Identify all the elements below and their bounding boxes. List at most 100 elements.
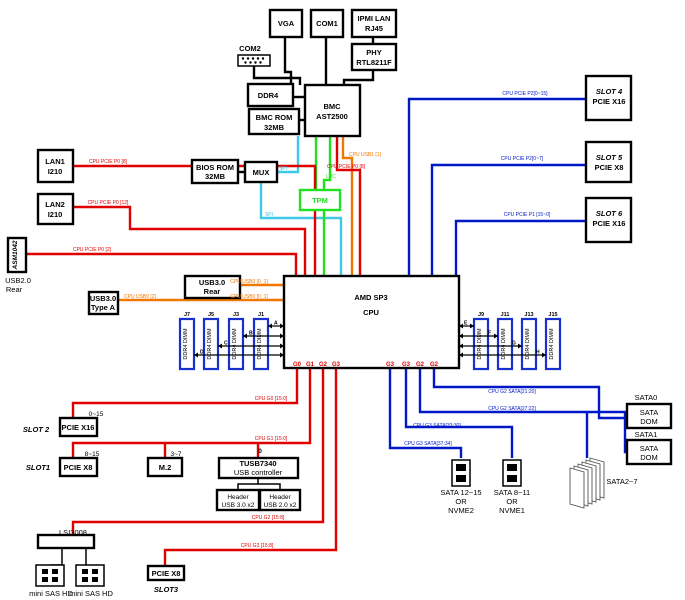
sig-sata21-20: CPU G2 SATA[21:20] [488,389,536,395]
sig-lan2: CPU PCIE P0 [12] [88,200,129,206]
asm-wire [26,252,298,276]
hdr20-sub-label: USB 2.0 x2 [264,502,297,509]
usbctrl-sub-label: USB controller [234,468,283,477]
ddr4-box [246,82,295,108]
slot4-box [584,74,633,122]
slot4-wire [407,97,586,276]
phy-label: PHY [366,48,381,57]
sig-spi-2: SPI [265,212,273,218]
sata1215-nvme-label: NVME2 [448,506,474,515]
sata1215-or-label: OR [455,497,467,506]
sata811-connector-icon [502,459,522,487]
slot4-label: SLOT 4 [596,87,623,96]
sata0-wire [432,368,627,420]
slot2-box [58,416,99,438]
bmc-box [303,83,362,138]
slot6-label: SLOT 6 [596,209,623,218]
sas1-label: mini SAS HD [29,589,73,598]
dimm-slot-label: J11 [501,312,510,318]
phy-wire [342,70,375,85]
dimm-type-label: DDR4 DIMM [257,328,263,360]
bmc-rom-box [247,107,301,136]
tpm-label: TPM [312,196,328,205]
sata1215-connector-icon [451,459,471,487]
mux-bmc-spi-wire [277,136,300,174]
sig-g3: CPU G3 [15:8] [241,543,274,549]
phy-chip-label: RTL8211F [356,58,392,67]
dimm-channel-label: C [224,341,228,347]
lan2-wire [73,205,307,276]
slot3-box [146,564,186,582]
pin-g2-label: G2 [319,362,328,368]
slot3-label: SLOT3 [154,585,179,594]
sig-lan1: CPU PCIE P0 [8] [89,159,128,165]
sata27-drives-icon [569,457,605,509]
lsi-sas1-wire [50,548,63,566]
slot5-type-label: PCIE X8 [595,163,624,172]
cpu-label: AMD SP3 [354,293,387,302]
bmc-chip-label: AST2500 [316,112,348,121]
usb30-rear-box [183,274,242,300]
sig-g0: CPU G0 [15:0] [255,396,288,402]
dimm-channel-label: B [249,331,253,337]
asm1042-label: ASM1042 [12,240,19,270]
bmc-rom-size-label: 32MB [264,123,285,132]
ipmi-lan-label: IPMI LAN [358,14,391,23]
pin-g0-label: G0 [293,362,302,368]
usb20-rear-label: USB2.0 [5,276,31,285]
slot5-wire [430,163,586,276]
slot1-label: SLOT1 [26,463,50,472]
sig-sata27-22: CPU G2 SATA[27:22] [488,406,536,412]
lan2-label: LAN2 [45,200,65,209]
p0-8-bmc-wire [335,136,362,276]
g2-wire [71,368,325,535]
usbctrl-label: TUSB7340 [239,459,276,468]
usb30-typea-label: USB3.0 [90,294,116,303]
dimm-type-label: DDR4 DIMM [501,328,507,360]
dimm-type-label: DDR4 DIMM [183,328,189,360]
slot2-label: SLOT 2 [23,425,50,434]
usb30-rear-sub-label: Rear [204,287,221,296]
sata811-label: SATA 8~11 [494,488,530,497]
dimm-slot-label: J3 [233,312,239,318]
dimm-type-label: DDR4 DIMM [232,328,238,360]
lan2-chip-label: I210 [48,210,63,219]
sig-p0-8-bmc: CPU PCIE P0 [8] [327,164,366,170]
pin-g3r2-label: G3 [402,362,411,368]
bmc-rom-label: BMC ROM [256,113,293,122]
sig-slot6: CPU PCIE P1 [15~0] [504,212,551,218]
sig-asm: CPU PCIE P0 [2] [73,247,112,253]
sig-g3-33-30: CPU G3 SATA[33:30] [413,423,461,429]
usb-controller-box [217,456,300,480]
sig-slot5: CPU PCIE P2[0~7] [501,156,544,162]
usb30-typea-sub-label: Type A [91,303,116,312]
vga-label: VGA [278,19,295,28]
sata1-wire [418,368,627,454]
dimm-type-label: DDR4 DIMM [525,328,531,360]
mux-box [243,160,279,184]
sata0-dom-box [625,402,673,430]
sata811-or-label: OR [506,497,518,506]
com2-wire [252,66,302,85]
sig-lpc: LPC [326,174,336,180]
usb20-rear-sub-label: Rear [6,285,23,294]
sig-spi: SPI [279,166,287,172]
pin-g3-label: G3 [332,362,341,368]
sig-g3-37-34: CPU G3 SATA[37:34] [404,441,452,447]
dimm-channel-label: A [274,321,278,327]
dimm-slot-label: J15 [548,312,557,318]
dimm-channel-label: F [488,331,491,337]
slot3-type-label: PCIE X8 [152,569,181,578]
usb20-header-box [258,488,302,512]
dimm-slot-label: J9 [478,312,484,318]
sig-usb-typea: CPU USB0 [2] [124,294,157,300]
cpu-sub-label: CPU [363,308,379,317]
sig-g1: CPU G1 [15:0] [255,436,288,442]
dimm-type-label: DDR4 DIMM [477,328,483,360]
sata1-dom-box [625,438,673,466]
dimm-slot-label: J5 [208,312,214,318]
ddr4-label: DDR4 [258,91,279,100]
